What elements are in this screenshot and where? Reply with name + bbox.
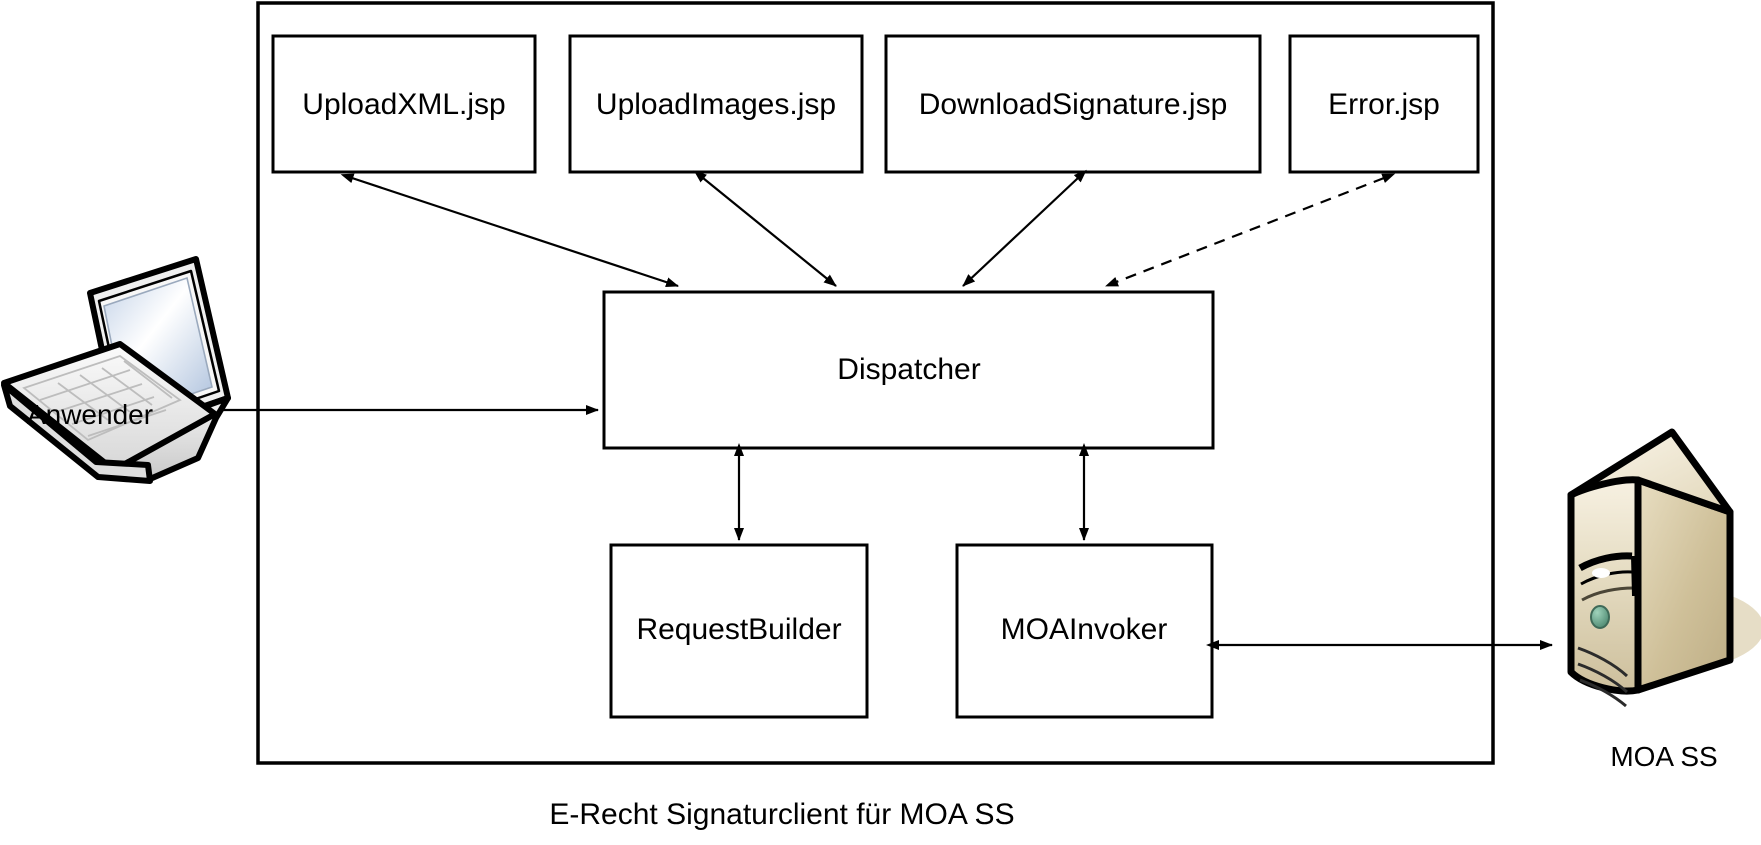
node-uploadimages-label: UploadImages.jsp (596, 88, 836, 121)
node-requestbuilder[interactable]: RequestBuilder (609, 543, 869, 719)
server-icon (1567, 428, 1734, 708)
connection-downloadsignature-dispatcher (962, 169, 1087, 287)
node-uploadimages[interactable]: UploadImages.jsp (568, 34, 864, 174)
connection-error-dispatcher (1105, 173, 1396, 288)
node-downloadsignature-box (884, 34, 1262, 174)
anwender-label: Anwender (27, 399, 153, 430)
node-uploadxml-box (271, 34, 537, 174)
diagram-caption: E-Recht Signaturclient für MOA SS (549, 798, 1014, 831)
node-moainvoker-label: MOAInvoker (1001, 613, 1168, 646)
node-requestbuilder-box (609, 543, 869, 719)
node-dispatcher-label: Dispatcher (837, 353, 980, 386)
node-error-label: Error.jsp (1328, 88, 1440, 121)
node-downloadsignature-label: DownloadSignature.jsp (919, 88, 1228, 121)
node-requestbuilder-label: RequestBuilder (636, 613, 841, 646)
connection-uploadxml-dispatcher (340, 173, 679, 288)
anwender-actor[interactable]: Anwender (1, 256, 231, 484)
node-moainvoker[interactable]: MOAInvoker (955, 543, 1214, 719)
node-moainvoker-box (955, 543, 1214, 719)
node-uploadimages-box (568, 34, 864, 174)
laptop-keyboard-rows (22, 354, 182, 442)
server-vent-lines (1577, 646, 1629, 708)
node-dispatcher-box (602, 290, 1215, 450)
server-led-icon (1590, 605, 1610, 629)
connection-uploadimages-dispatcher (693, 170, 837, 287)
moass-label: MOA SS (1610, 741, 1717, 772)
node-uploadxml-label: UploadXML.jsp (302, 88, 505, 121)
node-error[interactable]: Error.jsp (1288, 34, 1480, 174)
node-downloadsignature[interactable]: DownloadSignature.jsp (884, 34, 1262, 174)
node-dispatcher[interactable]: Dispatcher (602, 290, 1215, 450)
node-uploadxml[interactable]: UploadXML.jsp (271, 34, 537, 174)
laptop-icon (1, 256, 231, 484)
moass-actor[interactable]: MOA SS (1567, 428, 1761, 772)
node-error-box (1288, 34, 1480, 174)
